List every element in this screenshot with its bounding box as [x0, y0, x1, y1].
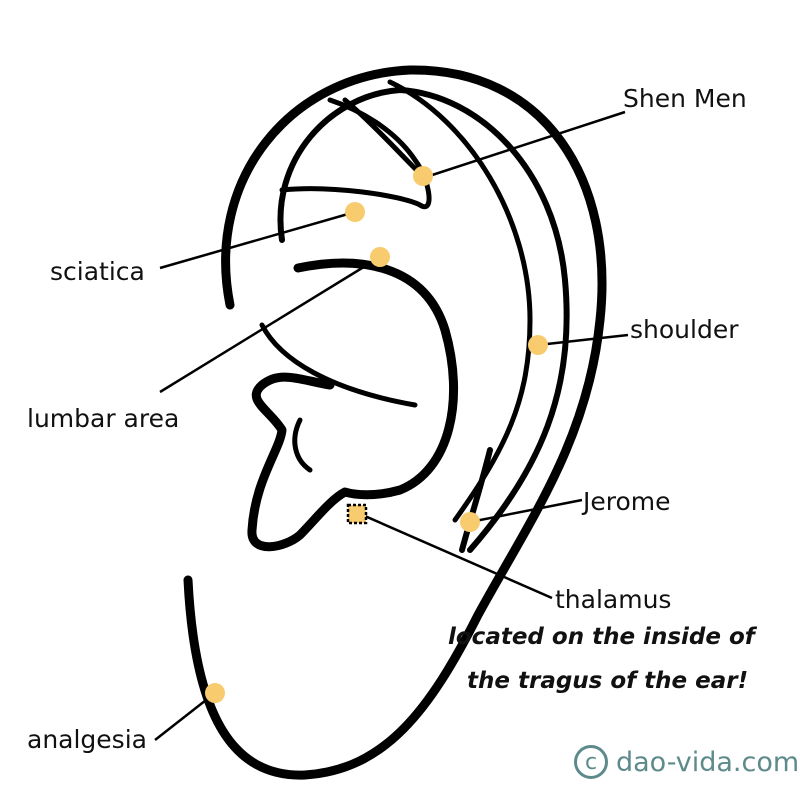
label-thalamus: thalamus	[555, 585, 672, 614]
label-shoulder: shoulder	[630, 315, 739, 344]
thalamus-leader	[357, 511, 553, 600]
label-lumbar-area: lumbar area	[27, 404, 180, 433]
thalamus-point	[346, 503, 368, 525]
superior-crus	[279, 97, 432, 210]
ear-helix-outline	[183, 65, 607, 780]
label-sciatica: sciatica	[50, 257, 145, 286]
antihelix-inner	[277, 87, 570, 553]
lumbar-area-leader	[159, 255, 381, 394]
shoulder-point	[528, 335, 548, 355]
analgesia-leader	[154, 692, 216, 741]
sciatica-point	[345, 202, 365, 222]
copyright-icon: c	[574, 745, 608, 779]
label-jerome: Jerome	[583, 487, 671, 516]
shoulder-leader	[537, 333, 629, 347]
tragus-notch	[292, 417, 313, 473]
jerome-leader	[469, 498, 583, 524]
inferior-crus	[342, 97, 426, 179]
note-line-2: the tragus of the ear!	[467, 668, 749, 694]
helix-crus	[387, 79, 533, 523]
brand-text: dao-vida.com	[616, 746, 800, 778]
concha-rim	[247, 258, 459, 552]
analgesia-point	[205, 683, 225, 703]
lower-helix-tail	[459, 447, 493, 553]
shen-men-leader	[422, 110, 626, 180]
lumbar-area-point	[370, 247, 390, 267]
label-analgesia: analgesia	[27, 725, 147, 754]
sciatica-leader	[159, 210, 356, 270]
label-shen-men: Shen Men	[623, 84, 747, 113]
jerome-point	[460, 512, 480, 532]
antitragus	[259, 322, 418, 408]
note-line-1: located on the inside of	[448, 624, 755, 650]
shen-men-point	[413, 166, 433, 186]
brand-watermark: c dao-vida.com	[574, 745, 799, 779]
